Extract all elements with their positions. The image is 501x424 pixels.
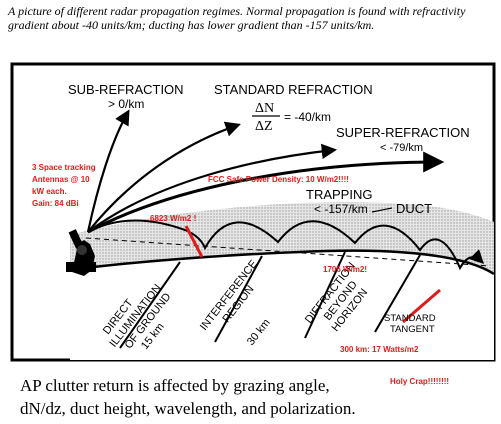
figure-caption: A picture of different radar propagation…	[8, 4, 466, 32]
delta-z-label: ΔZ	[255, 119, 273, 134]
density-6823-note: 6823 W/m2 !	[150, 214, 196, 223]
duct-pointer	[371, 207, 393, 213]
trapping-value: < -157/km	[314, 202, 368, 216]
tangent-dashed-line	[85, 237, 491, 267]
radar-antenna-icon	[66, 229, 96, 276]
earth-curve	[69, 249, 495, 276]
super-refraction-ray	[87, 143, 338, 233]
standard-refraction-ray	[87, 121, 241, 233]
range-line-3	[304, 251, 346, 339]
antennas-note-line-1: 3 Space tracking	[32, 163, 96, 172]
range-line-2	[214, 255, 263, 343]
range-line-4	[374, 254, 421, 333]
trapping-label: TRAPPING	[306, 187, 372, 202]
antennas-note-line-3: kW each.	[32, 187, 67, 196]
duct-label: DUCT	[396, 201, 432, 216]
density-marker-300km	[402, 288, 441, 324]
sub-refraction-ray	[86, 109, 130, 233]
bottom-text-line-1: AP clutter return is affected by grazing…	[20, 376, 330, 395]
super-refraction-value: < -79/km	[380, 142, 423, 154]
standard-refraction-label: STANDARD REFRACTION	[214, 82, 373, 97]
sub-refraction-value: > 0/km	[108, 97, 144, 111]
upper-ray	[87, 151, 445, 234]
bottom-text-line-2: dN/dz, duct height, wavelength, and pola…	[20, 399, 356, 418]
range-line-1	[119, 261, 181, 349]
earth-surface	[70, 250, 494, 360]
density-1706-note: 1706 W/m2!	[323, 265, 367, 274]
standard-tangent-label-1: STANDARD	[384, 313, 436, 324]
density-marker-6823	[184, 225, 204, 258]
antennas-note-line-2: Antennas @ 10	[32, 175, 90, 184]
bottom-text: AP clutter return is affected by grazing…	[20, 374, 356, 420]
delta-n-label: ΔN	[255, 101, 274, 116]
standard-tangent-label-2: TANGENT	[390, 324, 435, 335]
sub-refraction-label: SUB-REFRACTION	[68, 82, 184, 97]
antennas-note-line-4: Gain: 84 dBi	[32, 199, 79, 208]
holy-crap-note: Holy Crap!!!!!!!!	[390, 377, 449, 386]
trapping-ray	[87, 219, 484, 271]
fcc-note: FCC Safe Power Density: 10 W/m2!!!!	[208, 175, 349, 184]
super-refraction-label: SUPER-REFRACTION	[336, 125, 470, 140]
standard-refraction-value: = -40/km	[284, 110, 331, 124]
density-300km-note: 300 km: 17 Watts/m2	[340, 345, 419, 354]
